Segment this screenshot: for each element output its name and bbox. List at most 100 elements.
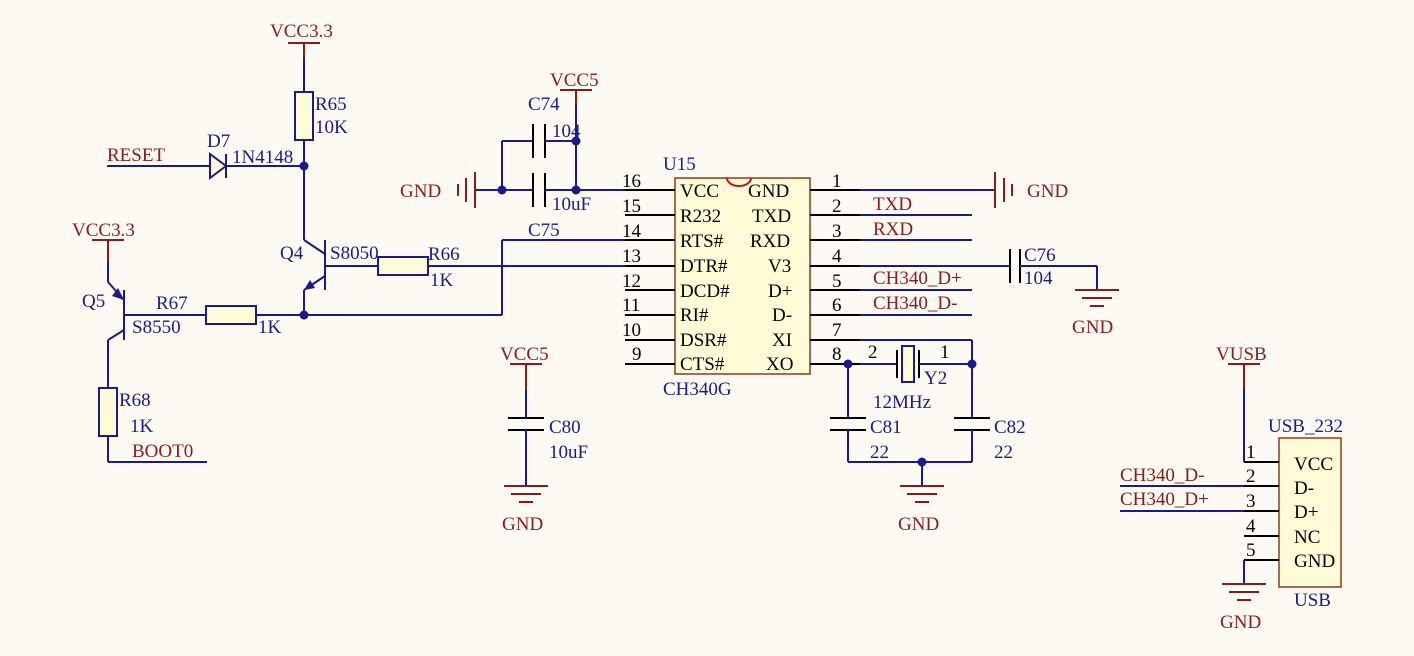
pin-3-num: 3 — [832, 221, 842, 242]
pin-12-name: DCD# — [680, 281, 730, 302]
gnd-crystal-symbol: GND — [898, 485, 944, 535]
u15-part: CH340G — [663, 379, 732, 400]
r66-ref: R66 — [428, 244, 460, 265]
pin-8-num: 8 — [832, 344, 842, 365]
ch340-dp-net-label-usb: CH340_D+ — [1120, 489, 1209, 510]
pin-9-name: CTS# — [680, 354, 725, 375]
pin-14-num: 14 — [622, 221, 642, 242]
txd-net-label: TXD — [873, 194, 912, 215]
usb-part: USB — [1294, 590, 1331, 611]
y2-crystal — [896, 345, 920, 383]
usb-pin1-name: VCC — [1294, 454, 1333, 475]
r68-value: 1K — [130, 416, 154, 437]
gnd-left-symbol: GND — [400, 172, 476, 208]
gnd-usb-symbol: GND — [1220, 583, 1266, 633]
y2-ref: Y2 — [924, 368, 947, 389]
c75-value: 10uF — [552, 194, 591, 215]
q4-transistor — [303, 239, 326, 291]
gnd-c80-symbol: GND — [502, 485, 548, 535]
pin-11-num: 11 — [622, 295, 640, 316]
usb-pin1-num: 1 — [1246, 442, 1256, 463]
vusb-symbol: VUSB — [1216, 344, 1267, 388]
c75-ref: C75 — [528, 220, 560, 241]
usb-pin3-name: D+ — [1294, 502, 1318, 523]
pin-15-num: 15 — [622, 196, 641, 217]
r66-value: 1K — [430, 270, 454, 291]
vcc33-left-symbol: VCC3.3 — [72, 220, 135, 262]
r65-value: 10K — [315, 117, 348, 138]
gnd-crystal-label: GND — [898, 514, 939, 535]
gnd-right-symbol: GND — [994, 172, 1068, 208]
pin-15-name: R232 — [680, 206, 721, 227]
r67-value: 1K — [258, 317, 282, 338]
u15-ref: U15 — [663, 154, 696, 175]
c80-value: 10uF — [549, 442, 588, 463]
rxd-net-label: RXD — [873, 219, 913, 240]
pin-10-name: DSR# — [680, 330, 727, 351]
pin-7-num: 7 — [832, 320, 842, 341]
d7-value: 1N4148 — [232, 147, 293, 168]
c80-ref: C80 — [549, 417, 581, 438]
gnd-usb-label: GND — [1220, 612, 1261, 633]
ch340-dm-net-label-u15: CH340_D- — [873, 293, 957, 314]
ch340-dp-net-label-u15: CH340_D+ — [873, 268, 962, 289]
pin-6-name: D- — [772, 305, 792, 326]
vcc33-top-symbol: VCC3.3 — [270, 21, 333, 58]
pin-3-name: RXD — [750, 231, 790, 252]
usb-pin4-num: 4 — [1246, 516, 1256, 537]
u15-right-pins: 1 2 3 4 5 6 7 8 GND TXD RXD V3 D+ D- XI … — [748, 171, 860, 375]
pin-13-name: DTR# — [680, 256, 728, 277]
vcc5-top-symbol: VCC5 — [550, 70, 599, 105]
pin-6-num: 6 — [832, 295, 842, 316]
gnd-right-label: GND — [1027, 181, 1068, 202]
pin-2-num: 2 — [832, 196, 842, 217]
c76-ref: C76 — [1024, 245, 1056, 266]
pin-7-name: XI — [772, 330, 792, 351]
pin-5-num: 5 — [832, 271, 842, 292]
pin-4-name: V3 — [768, 256, 791, 277]
c81-value: 22 — [870, 442, 889, 463]
usb-pin5-num: 5 — [1246, 540, 1256, 561]
r68-resistor — [98, 387, 118, 437]
c74-value: 104 — [552, 121, 581, 142]
r68-ref: R68 — [119, 390, 151, 411]
q5-value: S8550 — [132, 317, 181, 338]
q4-ref: Q4 — [280, 243, 304, 264]
reset-net-label: RESET — [107, 145, 165, 166]
pin-14-name: RTS# — [680, 231, 724, 252]
y2-pin2: 2 — [868, 342, 878, 363]
pin-8-name: XO — [766, 354, 793, 375]
pin-10-num: 10 — [622, 320, 641, 341]
r65-resistor — [294, 91, 314, 141]
usb-pin5-name: GND — [1294, 551, 1335, 572]
d7-diode — [209, 152, 228, 180]
usb-pin2-num: 2 — [1246, 466, 1256, 487]
pin-5-name: D+ — [768, 281, 792, 302]
vcc33-left-label: VCC3.3 — [72, 220, 135, 241]
boot0-net-label: BOOT0 — [132, 441, 193, 462]
q5-ref: Q5 — [82, 291, 105, 312]
vcc5-mid-symbol: VCC5 — [500, 344, 549, 390]
usb-ref: USB_232 — [1268, 416, 1343, 437]
pin-16-name: VCC — [680, 181, 719, 202]
pin-2-name: TXD — [752, 206, 791, 227]
usb-connector: USB_232 USB 1 2 3 4 5 VCC D- D+ NC GND — [1244, 416, 1343, 611]
r66-resistor — [377, 256, 429, 276]
c82-value: 22 — [994, 442, 1013, 463]
gnd-left-label: GND — [400, 181, 441, 202]
c81-ref: C81 — [870, 417, 902, 438]
pin-16-num: 16 — [622, 171, 641, 192]
usb-pin3-num: 3 — [1246, 491, 1256, 512]
u15-ic: U15 CH340G 16 15 14 13 12 11 10 9 VCC R2… — [622, 154, 860, 400]
vcc5-top-label: VCC5 — [550, 70, 599, 91]
c82-ref: C82 — [994, 417, 1026, 438]
vcc5-mid-label: VCC5 — [500, 344, 549, 365]
gnd-c76-symbol: GND — [1072, 289, 1119, 338]
gnd-c76-label: GND — [1072, 317, 1113, 338]
y2-pin1: 1 — [940, 342, 950, 363]
c76-value: 104 — [1024, 268, 1053, 289]
usb-pin2-name: D- — [1294, 478, 1314, 499]
pin-1-name: GND — [748, 181, 789, 202]
d7-ref: D7 — [207, 131, 230, 152]
